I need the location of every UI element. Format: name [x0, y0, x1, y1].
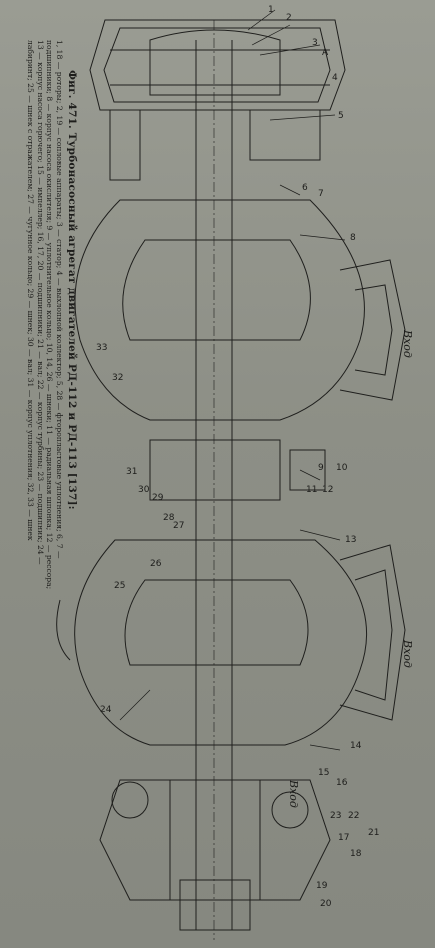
callout-8: 8	[350, 233, 356, 243]
inlet-label-gas: Вход	[287, 780, 300, 808]
callout-19: 19	[316, 881, 328, 891]
callout-numbers: 1 2 3 А 4 5 6 7 8 9 10 11 12 13 14 15 16…	[96, 5, 379, 909]
callout-15: 15	[318, 768, 329, 778]
callout-27: 27	[173, 521, 184, 531]
callout-22: 22	[348, 811, 359, 821]
callout-10: 10	[336, 463, 348, 473]
callout-2: 2	[286, 13, 292, 23]
callout-30: 30	[138, 485, 150, 495]
inlet-label-oxidizer: Вход	[401, 330, 414, 358]
callout-16: 16	[336, 778, 348, 788]
leader-lines	[119, 9, 346, 751]
callout-5: 5	[338, 111, 344, 121]
callout-20: 20	[320, 899, 332, 909]
callout-31: 31	[126, 467, 137, 477]
callout-29: 29	[152, 493, 164, 503]
callout-14: 14	[350, 741, 362, 751]
lower-turbine-section	[99, 779, 331, 931]
inlet-label-fuel: Вход	[401, 640, 414, 668]
callout-26: 26	[150, 559, 162, 569]
callout-17: 17	[338, 833, 349, 843]
main-shaft	[195, 20, 233, 940]
callout-25: 25	[114, 581, 125, 591]
callout-4: 4	[332, 73, 338, 83]
callout-18: 18	[350, 849, 362, 859]
callout-1: 1	[268, 5, 274, 15]
callout-6: 6	[302, 183, 308, 193]
callout-7: 7	[318, 189, 324, 199]
figure-caption-title: Фиг. 471. Турбонасосный агрегат двигател…	[66, 70, 78, 510]
callout-9: 9	[318, 463, 324, 473]
callout-23: 23	[330, 811, 341, 821]
callout-11: 11	[306, 485, 317, 495]
callout-33: 33	[96, 343, 107, 353]
figure-caption-body: 1, 18 — роторы; 2, 19 — сопловые аппарат…	[26, 40, 64, 590]
fuel-pump-housing	[56, 539, 406, 746]
oxidizer-pump-housing	[74, 199, 406, 501]
callout-12: 12	[322, 485, 333, 495]
turbine-rotor	[89, 19, 346, 181]
callout-32: 32	[112, 373, 123, 383]
callout-24: 24	[100, 705, 112, 715]
callout-13: 13	[345, 535, 356, 545]
callout-A: А	[322, 48, 329, 58]
callout-21: 21	[368, 828, 379, 838]
callout-3: 3	[312, 38, 318, 48]
callout-28: 28	[163, 513, 175, 523]
